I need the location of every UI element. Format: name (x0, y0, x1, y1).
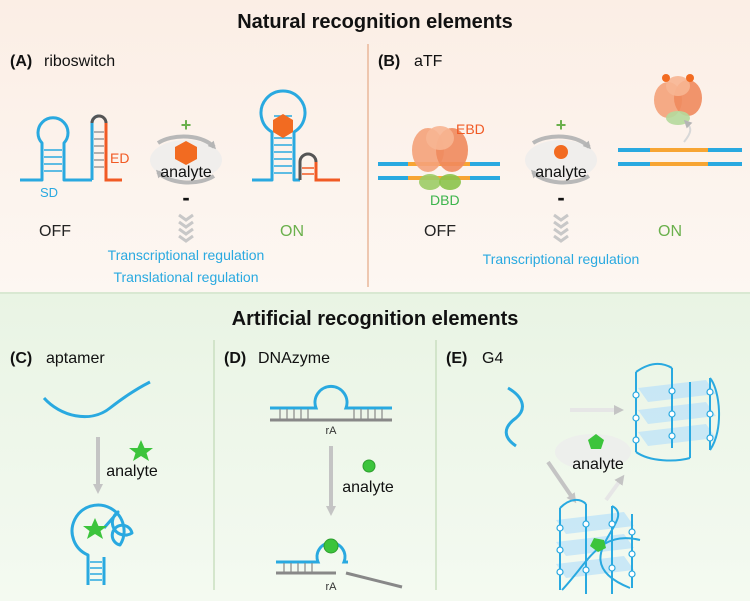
ed-label: ED (110, 150, 129, 166)
natural-panel-bg (0, 0, 750, 293)
artificial-title: Artificial recognition elements (232, 308, 519, 330)
aptamer-folded-structure (70, 503, 134, 585)
riboswitch-off-label: OFF (39, 223, 71, 240)
analyte-hexagon-icon (175, 141, 197, 165)
riboswitch-analyte-label: analyte (160, 164, 212, 181)
riboswitch-minus: - (182, 185, 189, 210)
atf-analyte-label: analyte (535, 164, 587, 181)
dna-on-duplex (618, 148, 742, 166)
riboswitch-on-label: ON (280, 223, 304, 240)
atf-plus: + (556, 115, 567, 135)
natural-title: Natural recognition elements (237, 11, 513, 33)
analyte-bead-icon (362, 459, 376, 473)
g4-arrow-down (546, 460, 577, 504)
dbd-label: DBD (430, 192, 460, 208)
atf-minus: - (557, 185, 564, 210)
g4-unfolded-strand (504, 386, 524, 448)
g4-analyte-bg (555, 434, 631, 470)
atf-reg-transcriptional: Transcriptional regulation (483, 251, 640, 267)
atf-protein-bound-icon (412, 126, 468, 190)
analyte-pentagon-icon (588, 434, 604, 449)
riboswitch-on-structure (252, 89, 340, 182)
panel-b-name: aTF (414, 53, 443, 70)
atf-off-label: OFF (424, 223, 456, 240)
ra-label-before: rA (326, 425, 338, 437)
panel-b-label: (B) (378, 53, 400, 70)
aptamer-analyte-label: analyte (106, 463, 158, 480)
riboswitch-plus: + (181, 115, 192, 135)
panel-e-label: (E) (446, 350, 467, 367)
analyte-circle-icon (554, 145, 568, 159)
riboswitch-reg-transcriptional: Transcriptional regulation (108, 247, 265, 263)
riboswitch-analyte-cycle (150, 134, 222, 185)
dnazyme-after-structure (276, 538, 403, 589)
artificial-panel-bg (0, 293, 750, 601)
ebd-label: EBD (456, 121, 485, 137)
dnazyme-analyte-label: analyte (342, 479, 394, 496)
g4-quadruplex-top-icon (632, 362, 721, 462)
aptamer-unfolded-strand (42, 380, 151, 419)
atf-chevrons-icon (553, 213, 569, 243)
g4-arrow-up (604, 474, 625, 502)
g4-analyte-label: analyte (572, 456, 624, 473)
atf-protein-released-icon (654, 74, 702, 143)
dnazyme-before-structure (270, 385, 392, 422)
panel-d-label: (D) (224, 350, 246, 367)
panel-d-name: DNAzyme (258, 350, 330, 367)
ra-label-after: rA (326, 581, 338, 593)
riboswitch-chevrons-icon (178, 213, 194, 243)
riboswitch-off-structure (20, 114, 122, 182)
panel-e-name: G4 (482, 350, 503, 367)
riboswitch-reg-translational: Translational regulation (113, 269, 258, 285)
panel-a-label: (A) (10, 53, 32, 70)
panel-a-name: riboswitch (44, 53, 115, 70)
sd-label: SD (40, 185, 58, 200)
panel-c-label: (C) (10, 350, 32, 367)
atf-on-label: ON (658, 223, 682, 240)
g4-quadruplex-bound-icon (556, 498, 641, 594)
atf-analyte-cycle (525, 134, 597, 185)
panel-c-name: aptamer (46, 350, 105, 367)
analyte-star-icon (129, 440, 153, 461)
